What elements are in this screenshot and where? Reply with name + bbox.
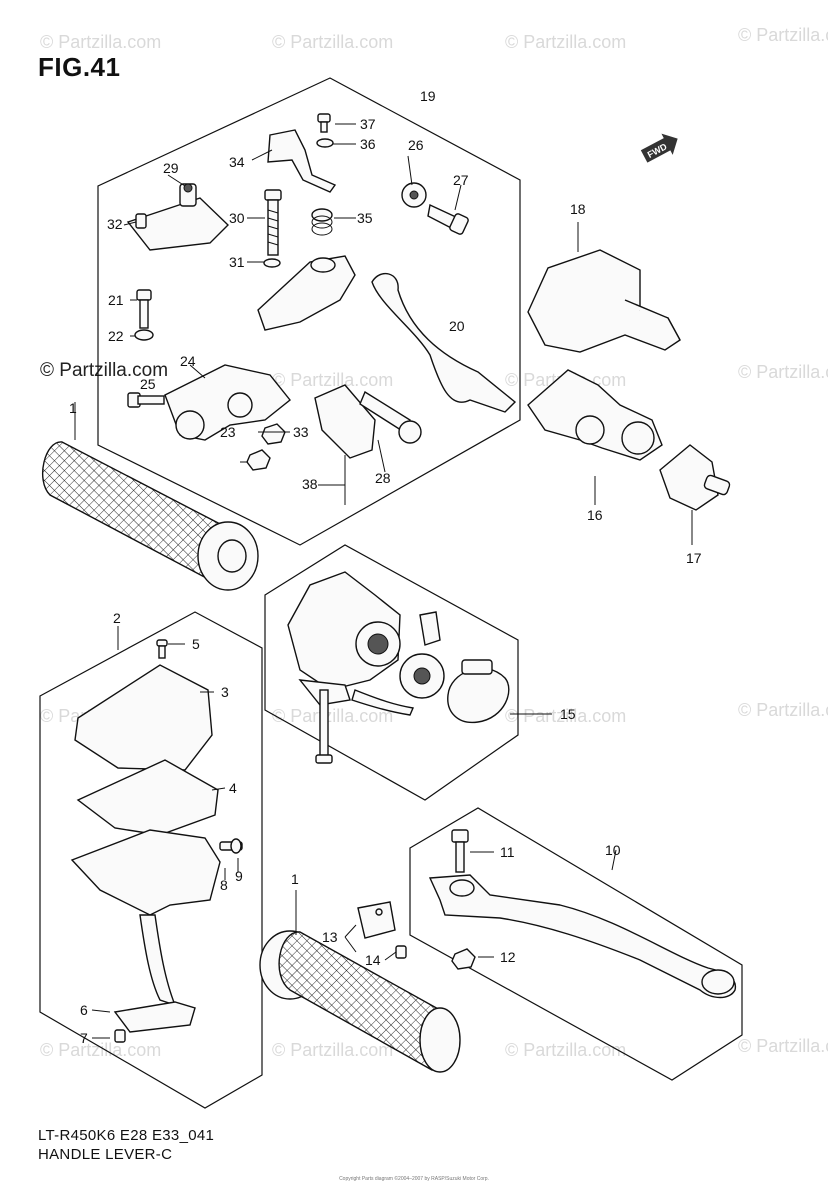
- callout-22: 22: [108, 328, 124, 344]
- callout-28: 28: [375, 470, 391, 486]
- assembly-frame-upper: [97, 77, 521, 546]
- watermark: © Partzilla.com: [40, 1040, 162, 1060]
- callout-38: 38: [302, 476, 318, 492]
- watermark: © Partzilla.com: [505, 706, 627, 726]
- callout-17: 17: [686, 550, 702, 566]
- callout-7: 7: [80, 1030, 88, 1046]
- figure-caption: HANDLE LEVER-C: [38, 1146, 173, 1163]
- lever-part-20: [371, 272, 517, 413]
- gasket-part-4: [76, 759, 219, 836]
- fwd-arrow-icon: FWD: [640, 133, 678, 163]
- callout-5: 5: [192, 636, 200, 652]
- grip-part-1-upper: [41, 402, 259, 591]
- callout-36: 36: [360, 136, 376, 152]
- callout-18: 18: [570, 201, 586, 217]
- lever-part-10: [428, 874, 737, 999]
- callout-35: 35: [357, 210, 373, 226]
- callout-25: 25: [140, 376, 156, 392]
- callout-15: 15: [560, 706, 576, 722]
- callout-14: 14: [365, 952, 381, 968]
- callout-26: 26: [408, 137, 424, 153]
- cover-part-18: [527, 249, 681, 353]
- callout-32: 32: [107, 216, 123, 232]
- callout-34: 34: [229, 154, 245, 170]
- callout-33: 33: [293, 424, 309, 440]
- bolt-part-30: [264, 189, 282, 256]
- watermark: © Partzilla.com: [272, 370, 394, 390]
- callout-37: 37: [360, 116, 376, 132]
- callout-13: 13: [322, 929, 338, 945]
- assembly-frame-left: [39, 611, 263, 1109]
- callout-21: 21: [108, 292, 124, 308]
- switch-assembly-part-15: [287, 571, 552, 764]
- assembly-frame-switch: [264, 544, 519, 801]
- nut-part-23: [246, 449, 271, 471]
- watermark: © Partzilla.com: [40, 32, 162, 52]
- watermark: © Partzilla.com: [738, 362, 828, 382]
- watermark: © Partzilla.com: [505, 32, 627, 52]
- nut-part-33: [261, 423, 286, 445]
- screw-part-7: [114, 1029, 126, 1043]
- watermark: © Partzilla.com: [738, 1036, 828, 1056]
- model-code: LT-R450K6 E28 E33_041: [38, 1127, 215, 1144]
- callout-16: 16: [587, 507, 603, 523]
- callout-6: 6: [80, 1002, 88, 1018]
- callout-24: 24: [180, 353, 196, 369]
- callout-12: 12: [500, 949, 516, 965]
- watermark-primary: © Partzilla.com: [40, 360, 169, 381]
- callout-3: 3: [221, 684, 229, 700]
- washer-part-22: [134, 329, 154, 341]
- callout-10: 10: [605, 842, 621, 858]
- copyright-note: Copyright Parts diagram ©2004–2007 by RA…: [339, 1176, 489, 1182]
- washer-part-36: [316, 138, 334, 148]
- callout-8: 8: [220, 877, 228, 893]
- callout-31: 31: [229, 254, 245, 270]
- watermark: © Partzilla.com: [272, 706, 394, 726]
- callout-27: 27: [453, 172, 469, 188]
- callout-4: 4: [229, 780, 237, 796]
- switch-body-part-2: [70, 829, 221, 1033]
- watermark: © Partzilla.com: [272, 1040, 394, 1060]
- washer-part-9: [230, 838, 242, 854]
- callout-29: 29: [163, 160, 179, 176]
- bolt-part-25: [127, 392, 165, 408]
- nut-part-12: [451, 948, 476, 970]
- switch-part-29: [126, 183, 229, 251]
- adjuster-part-27: [427, 203, 469, 235]
- watermark: © Partzilla.com: [505, 1040, 627, 1060]
- callout-19: 19: [420, 88, 436, 104]
- callout-11: 11: [500, 844, 515, 860]
- bracket-part-34: [267, 129, 337, 193]
- callout-2: 2: [113, 610, 121, 626]
- assembly-frame-lever: [409, 807, 743, 1081]
- screw-part-28: [359, 390, 422, 444]
- callout-1-lower: 1: [291, 871, 299, 887]
- gear-part-26: [401, 182, 427, 208]
- callout-23: 23: [220, 424, 236, 440]
- cover-part-3: [74, 664, 213, 771]
- screw-part-37: [317, 113, 331, 133]
- watermark: © Partzilla.com: [738, 700, 828, 720]
- callout-30: 30: [229, 210, 245, 226]
- screw-part-14: [395, 945, 407, 959]
- watermark: © Partzilla.com: [738, 25, 828, 45]
- grip-part-1-lower: [259, 890, 461, 1073]
- pin-part-32: [135, 213, 147, 229]
- washer-part-31: [263, 258, 281, 268]
- callout-1-upper: 1: [69, 400, 77, 416]
- switch-part-13: [357, 901, 396, 939]
- bolt-part-21: [136, 289, 152, 329]
- callout-20: 20: [449, 318, 465, 334]
- callout-9: 9: [235, 868, 243, 884]
- bolt-part-11: [451, 829, 469, 873]
- throttle-part-17: [659, 444, 731, 511]
- watermark: © Partzilla.com: [272, 32, 394, 52]
- screw-part-5: [156, 639, 168, 659]
- figure-title: FIG.41: [38, 52, 121, 82]
- spring-part-35: [311, 208, 333, 236]
